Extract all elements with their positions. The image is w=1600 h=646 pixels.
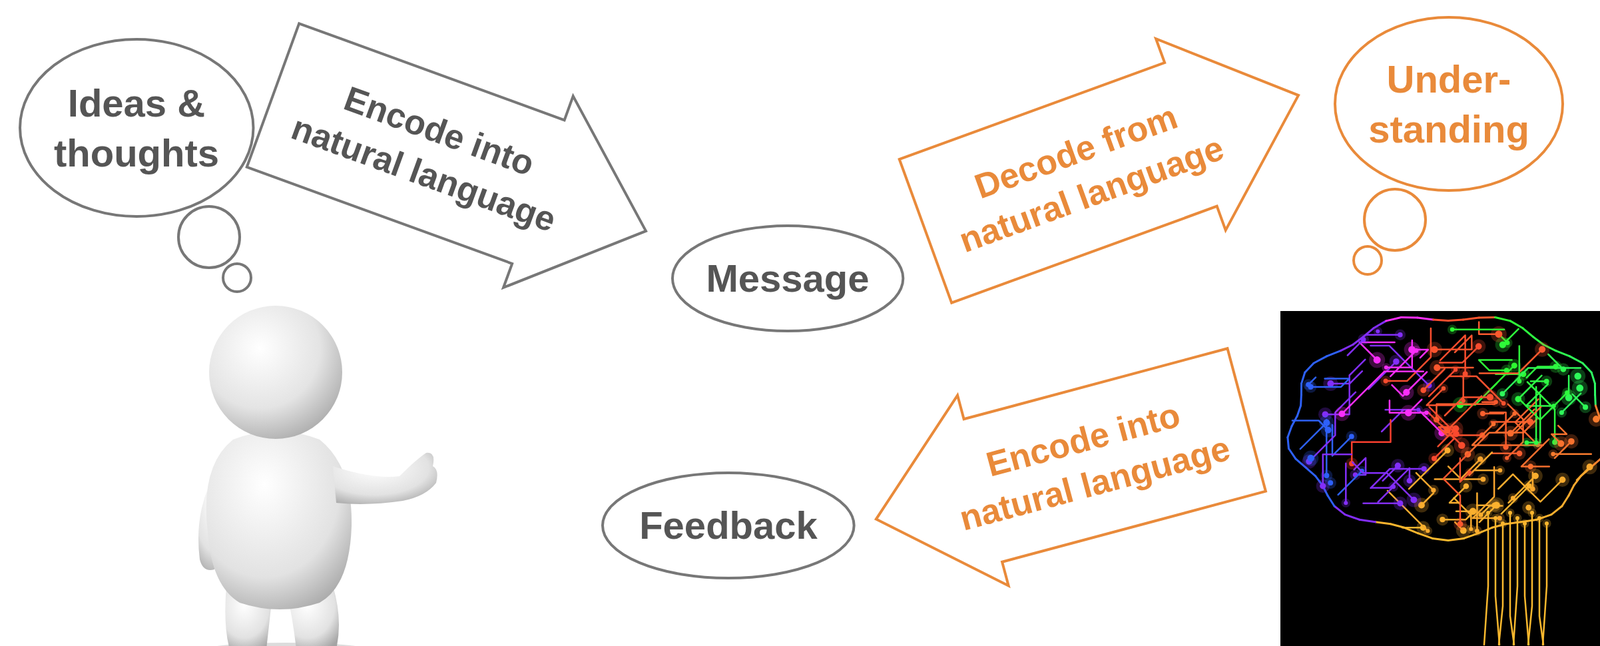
process-arrow: Encode into natural language [236, 0, 683, 329]
process-arrow: Encode into natural language [848, 322, 1274, 616]
feedback-ellipse: Feedback [601, 471, 856, 580]
person-figure [198, 305, 438, 646]
node-label: Encode into natural language [933, 379, 1245, 544]
process-arrow: Decode from natural language [888, 0, 1335, 329]
node-label: Ideas & thoughts [39, 77, 234, 179]
node-label: Message [705, 253, 869, 303]
ellipse-outline [18, 37, 255, 218]
thought-bubble [178, 206, 240, 268]
thought-bubble [1364, 189, 1426, 251]
node-label: Decode from natural language [922, 77, 1245, 269]
node-label: Under- standing [1352, 53, 1546, 155]
thought-ellipse: Ideas & thoughts [18, 37, 255, 218]
thought-ellipse: Under- standing [1333, 15, 1565, 192]
node-label: Encode into natural language [270, 57, 593, 248]
ellipse-outline [1333, 15, 1565, 192]
thought-bubble [223, 263, 252, 292]
node-label: Feedback [639, 500, 818, 550]
message-ellipse: Message [671, 224, 905, 333]
thought-bubble [1353, 246, 1382, 275]
circuit-brain-image [1280, 310, 1600, 646]
